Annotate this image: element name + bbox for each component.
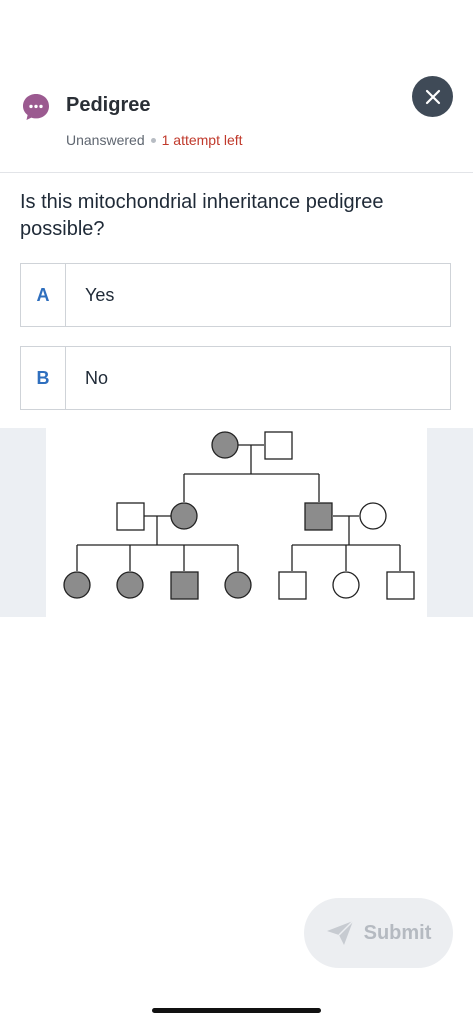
- question-text: Is this mitochondrial inheritance pedigr…: [20, 191, 384, 240]
- answer-option-b[interactable]: B No: [20, 346, 451, 410]
- attempts-left: 1 attempt left: [161, 132, 243, 148]
- pedigree-female-affected: [224, 571, 252, 599]
- question-title: Pedigree: [66, 94, 151, 116]
- pedigree-female-unaffected: [332, 571, 360, 599]
- close-icon: [425, 89, 440, 104]
- chat-bubble-ellipsis-icon: [23, 94, 49, 120]
- pedigree-male-affected: [170, 571, 199, 600]
- pedigree-female-affected: [116, 571, 144, 599]
- pedigree-male-affected: [304, 502, 333, 531]
- pedigree-female-affected: [170, 502, 198, 530]
- pedigree-female-unaffected: [359, 502, 387, 530]
- pedigree-male-unaffected: [264, 431, 293, 460]
- answer-option-a[interactable]: A Yes: [20, 263, 451, 327]
- pedigree-female-affected: [63, 571, 91, 599]
- submit-button[interactable]: Submit: [304, 898, 453, 968]
- question-status: Unanswered 1 attempt left: [66, 132, 243, 148]
- status-separator: [150, 138, 156, 143]
- option-label: No: [85, 367, 109, 388]
- question-header: Pedigree Unanswered 1 attempt left: [0, 0, 473, 173]
- pedigree-male-unaffected: [386, 571, 415, 600]
- answer-status: Unanswered: [66, 132, 145, 148]
- option-letter: A: [21, 264, 66, 326]
- option-letter: B: [21, 347, 66, 409]
- pedigree-figure: [46, 428, 427, 617]
- pedigree-male-unaffected: [116, 502, 145, 531]
- pedigree-male-unaffected: [278, 571, 307, 600]
- home-indicator[interactable]: [152, 1008, 321, 1013]
- send-icon: [326, 920, 354, 945]
- submit-label: Submit: [363, 921, 432, 944]
- option-label: Yes: [85, 284, 115, 305]
- close-button[interactable]: [412, 76, 453, 117]
- pedigree-female-affected: [211, 431, 239, 459]
